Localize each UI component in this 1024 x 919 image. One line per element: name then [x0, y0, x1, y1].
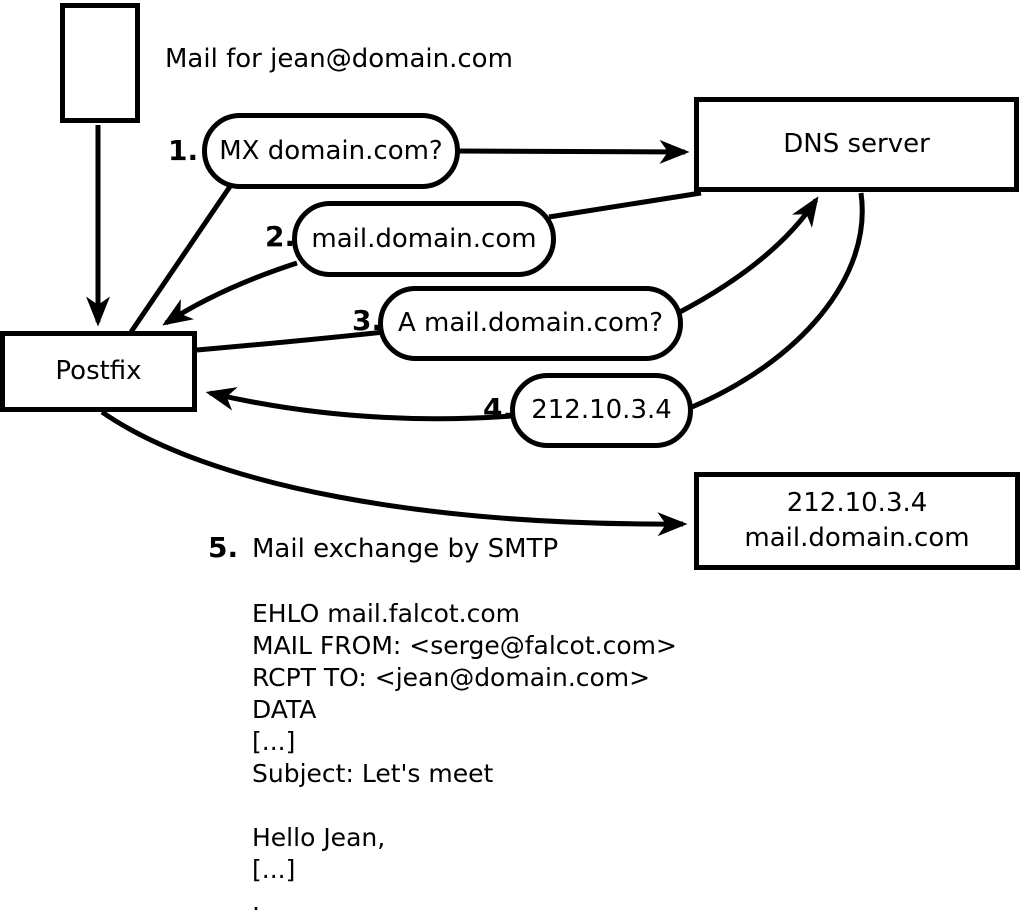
postfix-node: Postfix — [0, 331, 197, 412]
mail-server-ip: 212.10.3.4 — [786, 488, 928, 518]
smtp-session-transcript: EHLO mail.falcot.com MAIL FROM: <serge@f… — [252, 599, 677, 916]
arrow-answer4-to-postfix — [205, 387, 513, 422]
pill-mx-query-label: MX domain.com? — [219, 135, 443, 166]
pill-a-query-label: A mail.domain.com? — [398, 308, 663, 338]
arrow-query3-to-dns — [676, 196, 819, 316]
line-dns-to-answer2 — [548, 190, 702, 220]
mail-server-hostname: mail.domain.com — [744, 523, 970, 553]
step-number-3: 3. — [352, 304, 383, 337]
step-number-4: 4. — [483, 392, 514, 425]
line-dns-to-answer4 — [691, 192, 865, 410]
line-postfix-to-query3 — [196, 329, 385, 353]
pill-a-answer: 212.10.3.4 — [510, 373, 693, 448]
step-number-5: 5. — [208, 531, 239, 564]
step-5-caption: Mail exchange by SMTP — [252, 534, 559, 564]
line-postfix-to-query1 — [128, 183, 234, 334]
arrow-postfix-to-mailserver-smtp — [100, 409, 688, 537]
postfix-label: Postfix — [55, 356, 142, 386]
pill-mx-answer-label: mail.domain.com — [311, 223, 537, 254]
pill-a-query: A mail.domain.com? — [378, 286, 683, 361]
mail-for-caption: Mail for jean@domain.com — [165, 44, 513, 74]
dns-server-label: DNS server — [783, 129, 930, 159]
arrow-answer2-to-postfix — [162, 260, 298, 326]
mail-message-box — [60, 3, 140, 123]
mail-server-node: 212.10.3.4 mail.domain.com — [694, 472, 1020, 570]
dns-server-node: DNS server — [694, 97, 1019, 192]
arrow-query1-to-dns — [455, 139, 690, 164]
pill-mx-query: MX domain.com? — [202, 113, 460, 189]
pill-a-answer-label: 212.10.3.4 — [531, 395, 672, 425]
pill-mx-answer: mail.domain.com — [292, 201, 556, 277]
step-number-1: 1. — [168, 134, 199, 167]
step-number-2: 2. — [265, 220, 296, 253]
